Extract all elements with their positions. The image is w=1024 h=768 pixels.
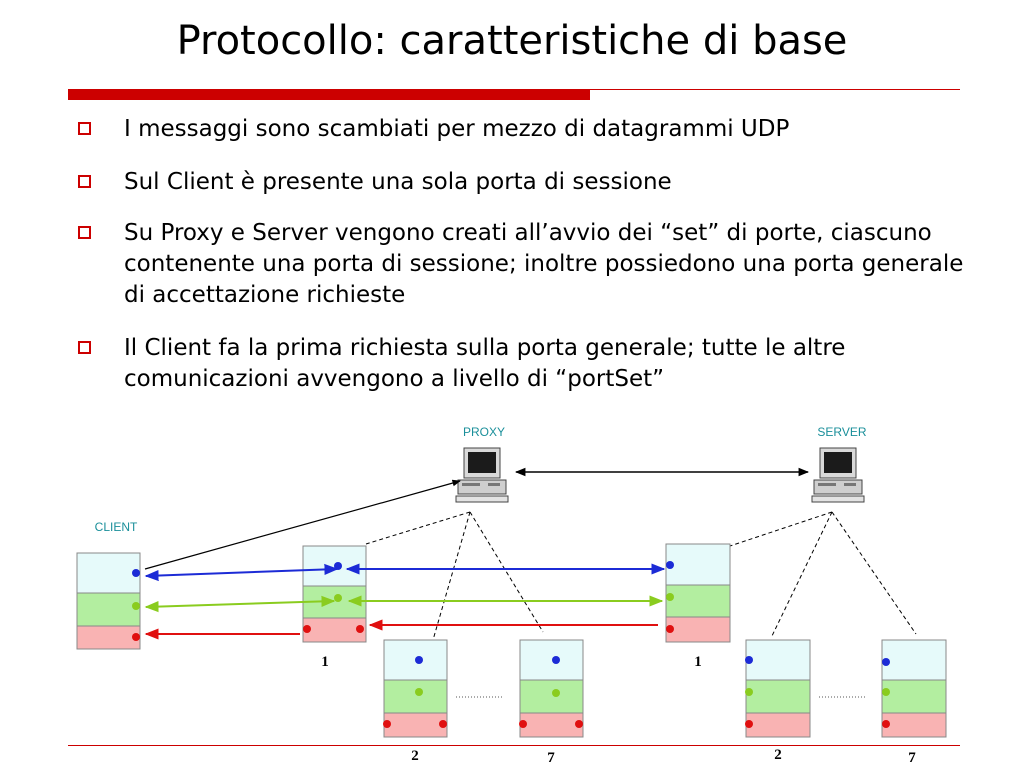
square-bullet-icon xyxy=(78,175,91,188)
client-port-set xyxy=(76,552,141,650)
proxy-port-set-2 xyxy=(383,639,448,738)
port-architecture-diagram: PROXY SERVER CLIENT xyxy=(76,425,947,766)
server-computer-icon xyxy=(811,447,865,503)
proxy-set-number-7: 7 xyxy=(547,750,555,766)
proxy-set-number-2: 2 xyxy=(411,748,419,764)
bullet-item: Sul Client è presente una sola porta di … xyxy=(72,167,972,198)
server-label: SERVER xyxy=(817,425,866,439)
client-label: CLIENT xyxy=(95,520,138,534)
proxy-port-set-1 xyxy=(302,545,367,643)
server-set-number-2: 2 xyxy=(774,747,782,763)
server-set-number-7: 7 xyxy=(908,750,916,766)
bullet-item: Su Proxy e Server vengono creati all’avv… xyxy=(72,218,972,311)
server-port-set-2 xyxy=(745,639,811,738)
proxy-port-set-7 xyxy=(519,639,584,738)
client-proxy-session-arrow xyxy=(144,563,339,582)
footer-rule xyxy=(68,745,960,746)
client-proxy-green-arrow xyxy=(144,595,336,613)
title-underline-red xyxy=(68,89,590,100)
square-bullet-icon xyxy=(78,122,91,135)
proxy-set-number-1: 1 xyxy=(321,654,329,670)
server-set-links xyxy=(729,511,917,639)
server-port-set-7 xyxy=(881,639,947,738)
bullet-item: I messaggi sono scambiati per mezzo di d… xyxy=(72,114,972,145)
bullet-item: Il Client fa la prima richiesta sulla po… xyxy=(72,333,972,395)
bullet-text: Su Proxy e Server vengono creati all’avv… xyxy=(124,220,964,308)
slide-title: Protocollo: caratteristiche di base xyxy=(176,18,848,64)
client-to-proxy-request-arrow xyxy=(144,479,461,570)
bullet-list: I messaggi sono scambiati per mezzo di d… xyxy=(72,114,972,417)
bullet-text: I messaggi sono scambiati per mezzo di d… xyxy=(124,116,790,142)
proxy-computer-icon xyxy=(455,447,509,503)
proxy-label: PROXY xyxy=(463,425,505,439)
bullet-text: Sul Client è presente una sola porta di … xyxy=(124,169,672,195)
square-bullet-icon xyxy=(78,226,91,239)
title-underline-thin xyxy=(590,89,960,90)
server-port-set-1 xyxy=(665,543,731,643)
server-set-number-1: 1 xyxy=(694,654,702,670)
proxy-set-links xyxy=(365,511,544,641)
bullet-text: Il Client fa la prima richiesta sulla po… xyxy=(124,335,846,392)
square-bullet-icon xyxy=(78,341,91,354)
